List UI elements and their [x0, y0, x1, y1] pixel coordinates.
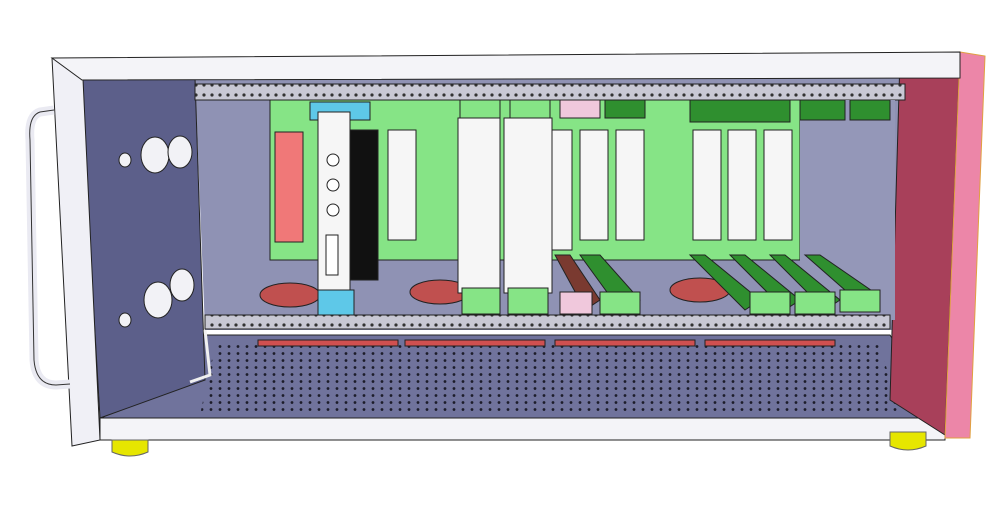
feet: [111, 431, 927, 457]
floor-front-lip: [99, 417, 946, 441]
bottom-card-guides: [317, 254, 881, 317]
right-front-edge: [944, 51, 986, 439]
fans: [259, 277, 731, 308]
floor-perforation: [200, 345, 900, 415]
top-frame: [50, 51, 961, 81]
top-card-guides: [309, 99, 891, 123]
wide-card-2: [503, 117, 553, 294]
top-rail: [194, 83, 906, 101]
connector-knobs: [118, 135, 195, 328]
red-card: [274, 131, 304, 243]
wide-card-1: [457, 117, 501, 294]
plug-in-cards: [274, 111, 793, 294]
bottom-red-strips: [257, 339, 836, 347]
io-connectors: [325, 153, 340, 276]
bottom-rail: [204, 314, 891, 330]
left-side-panel: [79, 77, 206, 419]
left-bracket: [189, 329, 212, 384]
